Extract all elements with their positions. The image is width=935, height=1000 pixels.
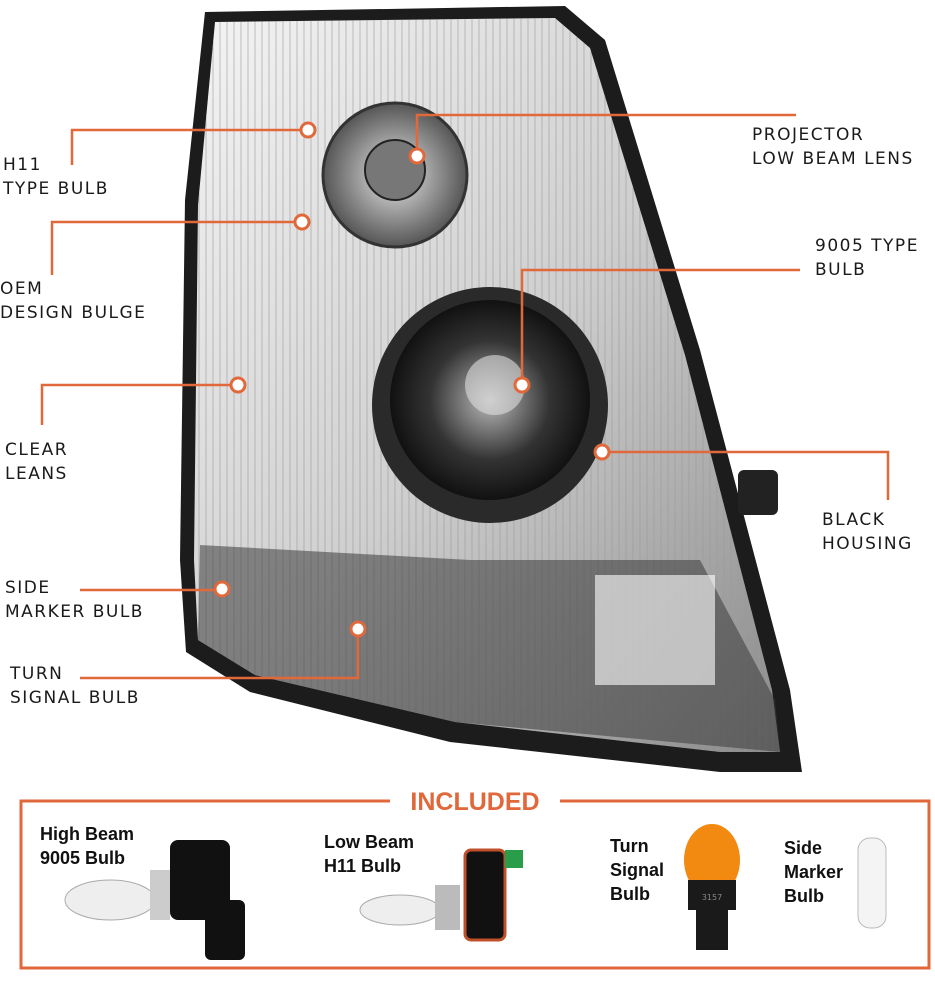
bulb-3157-image: 3157 [684, 824, 740, 950]
wire-connector [738, 470, 778, 515]
included-title: INCLUDED [390, 788, 560, 817]
callout-dots [213, 121, 611, 638]
bulb-9005-image [64, 840, 245, 960]
bulb-side-marker-image [857, 837, 887, 929]
bulb-code: 3157 [702, 893, 722, 902]
headlight-housing [180, 6, 802, 772]
callout-lines [40, 113, 890, 680]
bulb-h11-image [359, 848, 523, 942]
